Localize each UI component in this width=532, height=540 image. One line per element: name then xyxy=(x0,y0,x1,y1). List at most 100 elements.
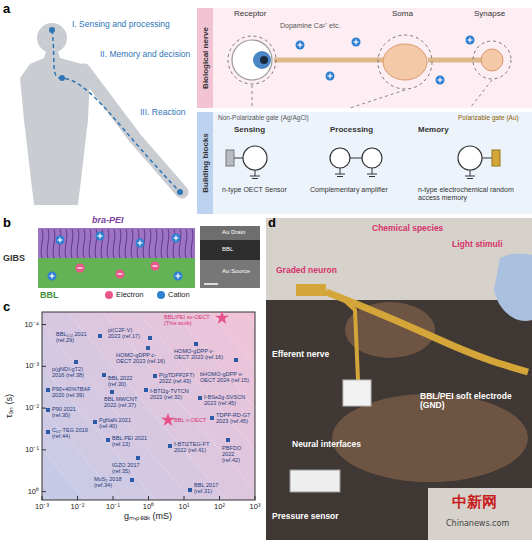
ion-body xyxy=(151,262,160,271)
callout: Efferent nerve xyxy=(272,350,329,359)
ion xyxy=(76,264,85,273)
tick-label: 10³ xyxy=(250,503,261,511)
transistor-symbol xyxy=(362,148,382,168)
tick xyxy=(42,491,46,492)
zoom-line xyxy=(252,85,253,108)
tick-label: 10⁻² xyxy=(71,503,85,511)
ion-sign xyxy=(299,43,300,48)
ion-sign xyxy=(175,236,176,241)
tick xyxy=(148,496,149,500)
head xyxy=(37,23,67,53)
star-marker xyxy=(161,413,175,426)
ion-body xyxy=(76,264,85,273)
ion-sign xyxy=(469,38,470,43)
polymer-strand xyxy=(167,229,169,258)
layer-label: GIBS xyxy=(3,254,25,264)
square-marker xyxy=(106,438,110,442)
square-marker xyxy=(188,488,192,492)
stage-label: I. Sensing and processing xyxy=(72,20,170,29)
soft-electrode xyxy=(340,296,358,380)
part-label: Synapse xyxy=(474,10,505,19)
data-label: P(gTDPP2FT) 2022 (ref.43) xyxy=(159,372,199,384)
ion xyxy=(96,232,105,241)
callout: Light stimuli xyxy=(452,240,503,249)
callout: BBL/PEI soft electrode (GND) xyxy=(420,392,520,411)
square-marker xyxy=(194,342,198,346)
polymer-strand xyxy=(89,229,91,258)
bench xyxy=(428,488,532,540)
ground-symbol xyxy=(250,176,260,177)
square-marker xyxy=(98,334,102,338)
data-label: IGZO 2017 (ref.35) xyxy=(112,462,150,474)
pupil xyxy=(260,56,268,64)
square-marker xyxy=(93,420,97,424)
polymer-strand xyxy=(41,229,43,258)
layer-label: Au Drain xyxy=(222,229,245,236)
block-caption: n-type electrochemical random access mem… xyxy=(418,186,526,201)
wire xyxy=(234,158,243,159)
panel-letter: d xyxy=(268,216,276,230)
data-label: PBFDO 2022 (ref.42) xyxy=(222,445,254,463)
photo-ground xyxy=(266,300,532,540)
eye xyxy=(232,40,272,80)
data-label: f-BSe2g-SVSCN 2023 (ref.45) xyxy=(204,394,252,406)
square-marker xyxy=(153,374,157,378)
data-label: f-BTI2g-TVTCN 2022 (ref.32) xyxy=(150,388,194,400)
ion xyxy=(174,272,183,281)
tick xyxy=(77,496,78,500)
ion-sign xyxy=(439,78,440,83)
stage-label: II. Memory and decision xyxy=(100,50,190,59)
ground-symbol xyxy=(367,174,377,175)
transistor-symbol xyxy=(330,148,350,168)
ion-body xyxy=(296,41,305,50)
mouse-photo xyxy=(266,218,532,540)
square-marker xyxy=(148,336,152,340)
tick xyxy=(42,366,46,367)
panel-letter: a xyxy=(3,2,10,16)
data-label: BBL v-OECT xyxy=(174,417,206,423)
square-marker xyxy=(210,416,214,420)
agcl-gate xyxy=(226,150,234,166)
axis-title: τₒₙ (s) xyxy=(5,394,15,418)
axis-title: gₘ,ₚₑₐₖ (mS) xyxy=(124,512,172,522)
polymer-strand xyxy=(47,229,49,258)
ion-body xyxy=(352,38,361,47)
rate-band xyxy=(42,312,255,492)
transistor-symbol xyxy=(458,146,482,170)
circuit-blocks xyxy=(226,146,500,179)
polymer-strand xyxy=(173,229,175,258)
ion xyxy=(48,272,57,281)
row-ground xyxy=(213,112,532,214)
nerve-dot xyxy=(59,75,65,81)
square-marker xyxy=(74,360,78,364)
tick-label: 10² xyxy=(214,503,225,511)
band-label: Building blocks xyxy=(197,112,213,214)
soma xyxy=(383,44,427,80)
polymer-strand xyxy=(155,229,157,258)
plot-frame xyxy=(42,312,255,500)
ion-body xyxy=(96,232,105,241)
polymer-strand xyxy=(53,229,55,258)
tick xyxy=(255,496,256,500)
data-label: TDPP-RD-G7 2023 (ref.45) xyxy=(216,412,254,424)
polymer-strand xyxy=(65,229,67,258)
nerve-dot xyxy=(177,189,183,195)
data-label: bHOMO-gDPP v-OECT 2024 (ref.15) xyxy=(200,371,254,383)
zoom-line xyxy=(470,80,492,108)
square-marker xyxy=(226,438,230,442)
tick-label: 10⁻⁴ xyxy=(24,320,39,328)
polymer-strand xyxy=(179,229,181,258)
ion-sign xyxy=(329,74,330,79)
axon xyxy=(428,58,482,63)
scale-bar xyxy=(204,283,218,285)
ion-body xyxy=(56,236,65,245)
synapse xyxy=(481,49,503,71)
ion-sign xyxy=(139,241,140,246)
zoom-line xyxy=(350,90,405,108)
square-marker xyxy=(130,478,134,482)
layer-label: Au Source xyxy=(222,268,250,275)
rate-band xyxy=(42,312,255,408)
legend-text: Cation xyxy=(168,291,190,299)
data-label: BBL MWCNT 2022 (ref.37) xyxy=(104,396,142,408)
callout: Chemical species xyxy=(372,224,443,233)
